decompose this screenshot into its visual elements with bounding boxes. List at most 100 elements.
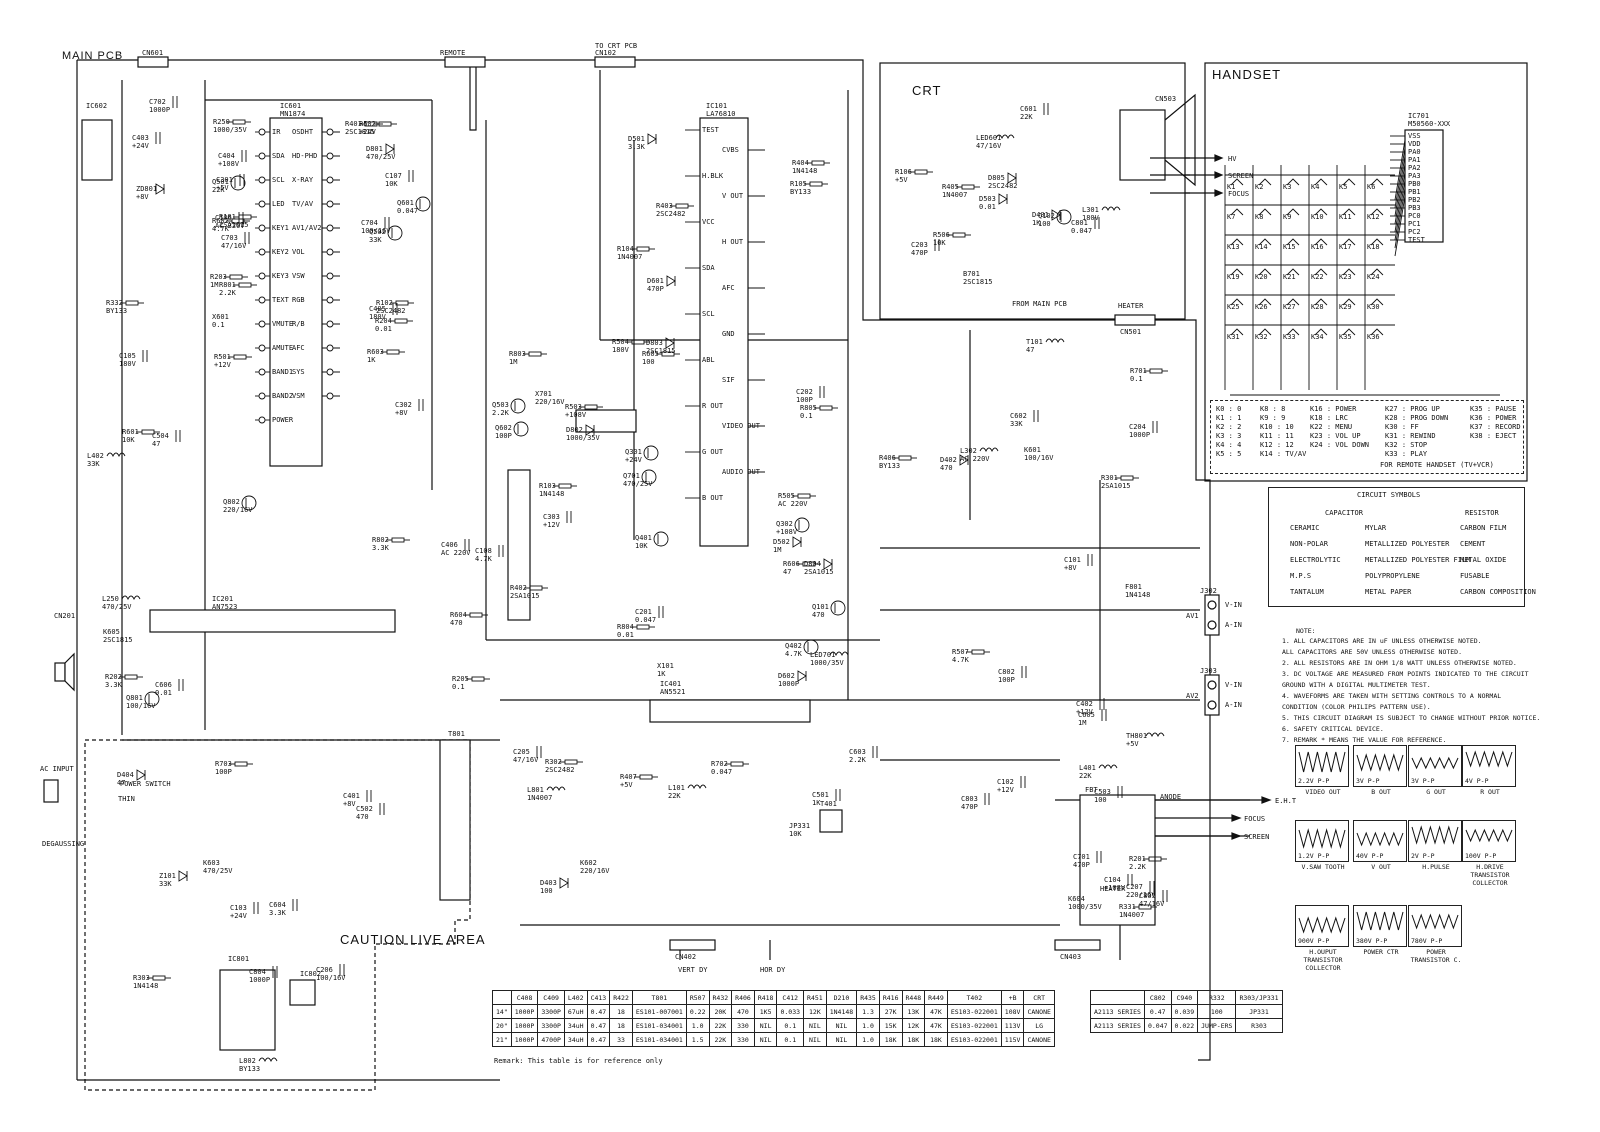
component-value: 470: [940, 464, 953, 472]
waveform-box: 380V P-P: [1353, 905, 1407, 947]
component-value: 3.3K: [628, 143, 645, 151]
power-switch-label: POWER SWITCH: [120, 780, 171, 788]
resistor-symbol: [124, 674, 138, 680]
ic601-pin: KEY1: [272, 224, 289, 232]
component-value: 22K: [1079, 772, 1092, 780]
component-designator: C703: [221, 234, 238, 242]
ic101-pin: H.BLK: [702, 172, 724, 180]
j302-label: J302: [1200, 587, 1217, 595]
transistor-symbol: [1056, 209, 1072, 225]
component-value: +12V: [997, 786, 1014, 794]
variant-cell: 18K: [878, 1032, 903, 1047]
component-value: 2SC1815: [646, 347, 676, 355]
symbol-capacitor-type: TANTALUM: [1290, 588, 1324, 596]
focus-output-label: FOCUS: [1244, 815, 1266, 823]
component-value: 470P: [1073, 861, 1090, 869]
component-value: +108V: [776, 528, 798, 536]
variant-col-header: C413: [586, 990, 611, 1005]
component-value: 180V: [1082, 214, 1099, 222]
transistor-symbol: [653, 531, 669, 547]
component-value: 1K: [1032, 219, 1041, 227]
handset-key: K23: [1339, 273, 1352, 281]
ac-input-label: AC INPUT: [40, 765, 74, 773]
transistor-symbol: [144, 691, 160, 707]
component-designator: C502: [356, 805, 373, 813]
variant-cell: 12K: [803, 1004, 827, 1019]
ic601-pin: OSDHT: [292, 128, 314, 136]
component-designator: C803: [961, 795, 978, 803]
ic601-pin: HD-PHD: [292, 152, 318, 160]
key-map-entry: K28 : PROG DOWN: [1385, 414, 1449, 422]
component-designator: C206: [316, 966, 333, 974]
ic801-label: IC801: [228, 955, 250, 963]
variant-cell: 470: [731, 1004, 755, 1019]
component-value: 2.2K: [1129, 863, 1146, 871]
waveform-trace: [1298, 916, 1346, 934]
note-line: 7. REMARK * MEANS THE VALUE FOR REFERENC…: [1282, 736, 1447, 744]
resistor-symbol: [238, 282, 252, 288]
inductor-symbol: [106, 452, 126, 458]
ic101-pin: VIDEO OUT: [722, 422, 760, 430]
resistor-symbol: [584, 404, 598, 410]
variant-cell: ES101-034001: [631, 1018, 687, 1033]
inductor-symbol: [1098, 764, 1118, 770]
handset-key: K20: [1255, 273, 1268, 281]
component-value: 4.7K: [475, 555, 492, 563]
variant-cell: NIL: [825, 1018, 858, 1033]
component-designator: K605: [103, 628, 120, 636]
key-map-entry: K11 : 11: [1260, 432, 1294, 440]
component-value: 22K: [668, 792, 681, 800]
ic601-pin-circle: [326, 200, 334, 208]
waveform-box: 100V P-P: [1462, 820, 1516, 862]
symbol-capacitor-type: CERAMIC: [1290, 524, 1320, 532]
key-map-entry: K33 : PLAY: [1385, 450, 1428, 458]
ic701-pin: PB2: [1408, 196, 1421, 204]
cn601-label: CN601: [142, 49, 164, 57]
variant-cell: 1000P: [510, 1032, 539, 1047]
waveform-name: V OUT: [1371, 863, 1391, 871]
component-designator: R407: [620, 773, 637, 781]
cn402-body: [669, 939, 716, 951]
key-switch-symbol: [1286, 238, 1300, 246]
component-value: AC 220V: [778, 500, 808, 508]
component-value: 470/25V: [623, 480, 653, 488]
variant-cell: 22K: [708, 1032, 733, 1047]
component-value: 2SA1015: [219, 221, 249, 229]
component-designator: Q302: [776, 520, 793, 528]
resistor-symbol: [971, 649, 985, 655]
series-col-header: R332: [1197, 990, 1237, 1005]
component-value: 10K: [933, 239, 946, 247]
key-map-entry: K8 : 8: [1260, 405, 1286, 413]
component-designator: C406: [441, 541, 458, 549]
key-switch-symbol: [1370, 328, 1384, 336]
variant-cell: 4700P: [537, 1032, 565, 1047]
component-designator: F801: [1125, 583, 1142, 591]
handset-key: K35: [1339, 333, 1352, 341]
component-designator: R606: [783, 560, 800, 568]
waveform-name: V.SAW TOOTH: [1301, 863, 1345, 871]
handset-key: K7: [1227, 213, 1236, 221]
component-value: +5V: [216, 184, 229, 192]
component-value: 2.2K: [219, 289, 236, 297]
variant-cell: 18: [609, 1004, 633, 1019]
variant-cell: LG: [1023, 1018, 1055, 1033]
component-value: 0.01: [979, 203, 996, 211]
component-value: BY133: [239, 1065, 261, 1073]
resistor-symbol: [386, 349, 400, 355]
component-designator: C503: [1094, 788, 1111, 796]
component-designator: D503: [979, 195, 996, 203]
key-switch-symbol: [1286, 328, 1300, 336]
waveform-box: 780V P-P: [1408, 905, 1462, 947]
component-value: +24V: [625, 456, 642, 464]
series-cell: 0.039: [1170, 1004, 1199, 1019]
waveform-trace: [1356, 753, 1404, 772]
ic101-pin: R OUT: [702, 402, 724, 410]
variant-cell: CANONE: [1023, 1032, 1055, 1047]
waveform-amplitude: 3V P-P: [1356, 777, 1380, 785]
key-map-entry: K14 : TV/AV: [1260, 450, 1307, 458]
note-line: 2. ALL RESISTORS ARE IN OHM 1/8 WATT UNL…: [1282, 659, 1517, 667]
component-value: +12V: [214, 361, 231, 369]
key-switch-symbol: [1342, 328, 1356, 336]
